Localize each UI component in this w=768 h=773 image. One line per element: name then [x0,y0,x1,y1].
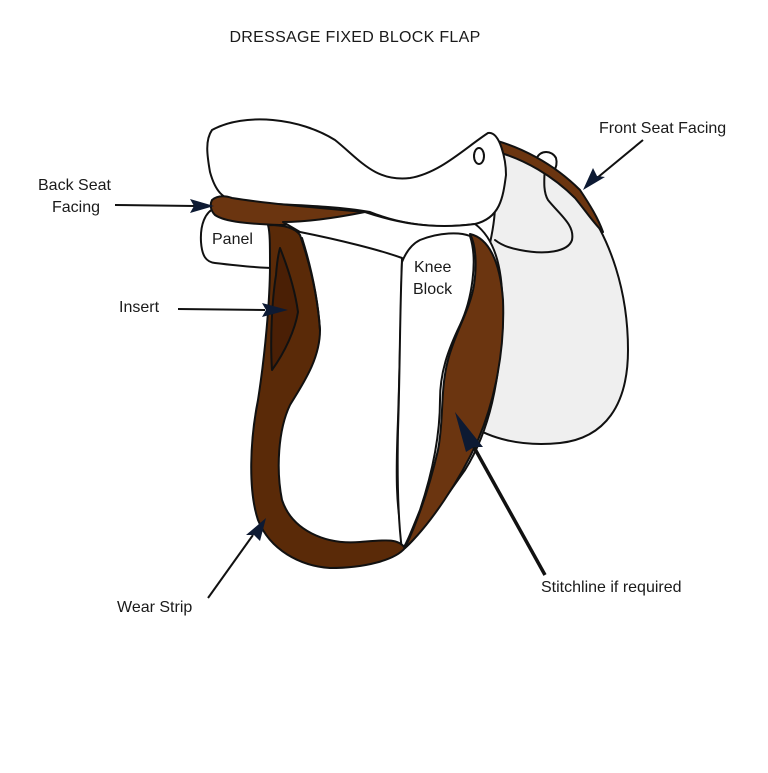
label-back-seat-facing-line1: Back Seat [38,177,111,194]
label-front-seat-facing: Front Seat Facing [599,120,726,137]
wear-strip [250,224,406,569]
label-panel: Panel [212,231,253,248]
label-knee-block-line2: Block [413,281,453,298]
label-wear-strip: Wear Strip [117,599,192,616]
label-insert: Insert [119,299,160,316]
arrow-wear-strip-head [246,518,266,541]
arrow-front-seat-facing-line [596,139,644,179]
label-back-seat-facing-line2: Facing [52,199,100,216]
arrow-insert-line [177,308,266,311]
knee-block-facing [404,233,505,549]
seat-dee-ring [473,147,485,165]
wear-strip-inner-edge [301,237,321,331]
insert [270,247,299,371]
front-panel-contour [494,159,574,254]
label-knee-block-line1: Knee [414,259,451,276]
arrow-back-seat-facing-line [114,204,196,207]
arrow-front-seat-facing-head [583,168,605,190]
arrow-stitchline-line [468,439,547,576]
diagram-title: DRESSAGE FIXED BLOCK FLAP [229,29,480,46]
arrow-back-seat-facing-head [190,199,214,213]
arrow-insert-head [262,303,288,317]
arrow-wear-strip-line [207,534,254,599]
arrow-stitchline-head [455,412,483,452]
label-stitchline: Stitchline if required [541,579,682,596]
